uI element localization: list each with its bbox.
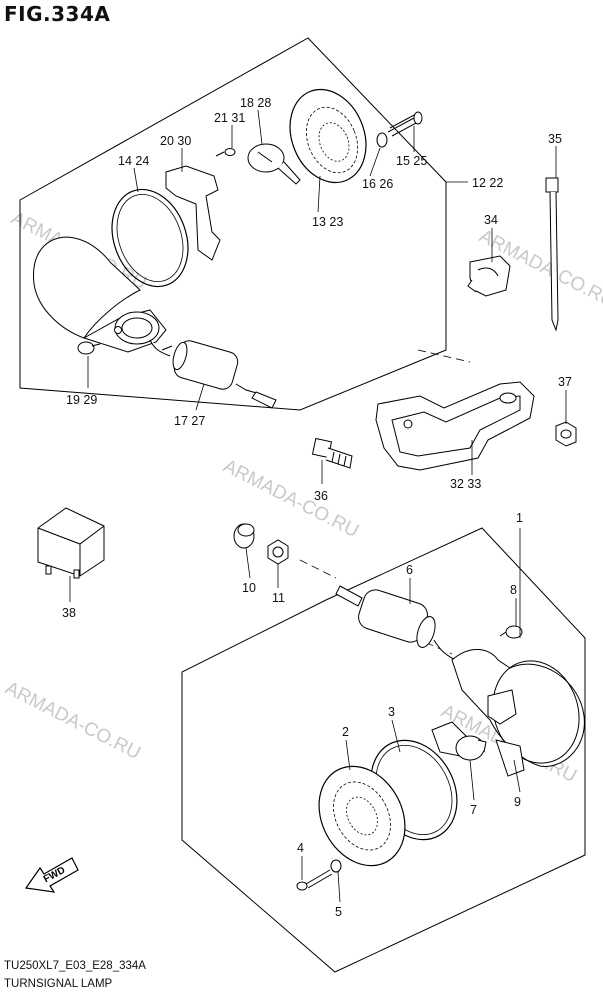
housing-upper — [33, 236, 167, 353]
callout-37: 37 — [558, 375, 572, 389]
callout-8: 8 — [510, 583, 517, 597]
leader-lines — [69, 109, 567, 903]
screw-21 — [215, 148, 236, 157]
callout-21-31: 21 31 — [214, 111, 245, 125]
screw-lower — [296, 869, 333, 891]
callout-14-24: 14 24 — [118, 154, 149, 168]
figure-title: FIG.334A — [4, 2, 111, 26]
callout-11: 11 — [272, 591, 285, 605]
callout-32-33: 32 33 — [450, 477, 481, 491]
callout-18-28: 18 28 — [240, 96, 271, 110]
washer-upper — [376, 132, 388, 148]
fwd-arrow: FWD — [24, 857, 79, 893]
figure-name: TURNSIGNAL LAMP — [4, 978, 113, 990]
socket-cable-lower — [335, 585, 461, 663]
callout-1: 1 — [516, 511, 523, 525]
bracket-32 — [375, 381, 535, 471]
lens-lower — [318, 765, 406, 867]
callout-9: 9 — [514, 795, 521, 809]
lower-assembly-frame — [181, 527, 586, 973]
figure-code: TU250XL7_E03_E28_334A — [4, 960, 146, 972]
socket-bracket-upper — [165, 165, 221, 261]
callout-38: 38 — [62, 606, 76, 620]
callout-13-23: 13 23 — [312, 215, 343, 229]
housing-lower — [451, 649, 585, 777]
gasket-upper — [111, 188, 189, 288]
callout-34: 34 — [484, 213, 498, 227]
upper-assembly-frame — [19, 37, 447, 411]
clamp-34 — [467, 255, 511, 297]
nut-11 — [267, 539, 289, 565]
callout-17-27: 17 27 — [174, 414, 205, 428]
bolt-36 — [311, 437, 353, 469]
callout-16-26: 16 26 — [362, 177, 393, 191]
callout-6: 6 — [406, 563, 413, 577]
lens-upper — [289, 88, 367, 184]
callout-7: 7 — [470, 803, 477, 817]
callout-5: 5 — [335, 905, 342, 919]
screw-8 — [499, 625, 523, 639]
callout-35: 35 — [548, 132, 562, 146]
bulb-lower — [431, 721, 487, 761]
callout-19-29: 19 29 — [66, 393, 97, 407]
screw-19 — [77, 341, 101, 355]
gasket-upper-inner — [116, 194, 184, 282]
watermark: ARMADA-CO.RU — [2, 678, 144, 764]
callout-20-30: 20 30 — [160, 134, 191, 148]
callout-4: 4 — [297, 841, 304, 855]
bulb-upper — [247, 143, 301, 185]
washer-lower — [330, 859, 342, 873]
callout-36: 36 — [314, 489, 328, 503]
socket-cable-upper — [149, 339, 277, 409]
nut-37 — [555, 421, 577, 447]
grommet-10 — [233, 523, 255, 549]
callout-3: 3 — [388, 705, 395, 719]
callout-12-22: 12 22 — [472, 176, 503, 190]
callout-15-25: 15 25 — [396, 154, 427, 168]
callout-10: 10 — [242, 581, 256, 595]
callout-2: 2 — [342, 725, 349, 739]
cable-tie-35 — [545, 177, 559, 332]
callout-labels: 14 24 20 30 21 31 18 28 13 23 16 26 15 2… — [62, 96, 572, 919]
screw-upper — [387, 111, 423, 137]
relay-38 — [37, 507, 105, 579]
